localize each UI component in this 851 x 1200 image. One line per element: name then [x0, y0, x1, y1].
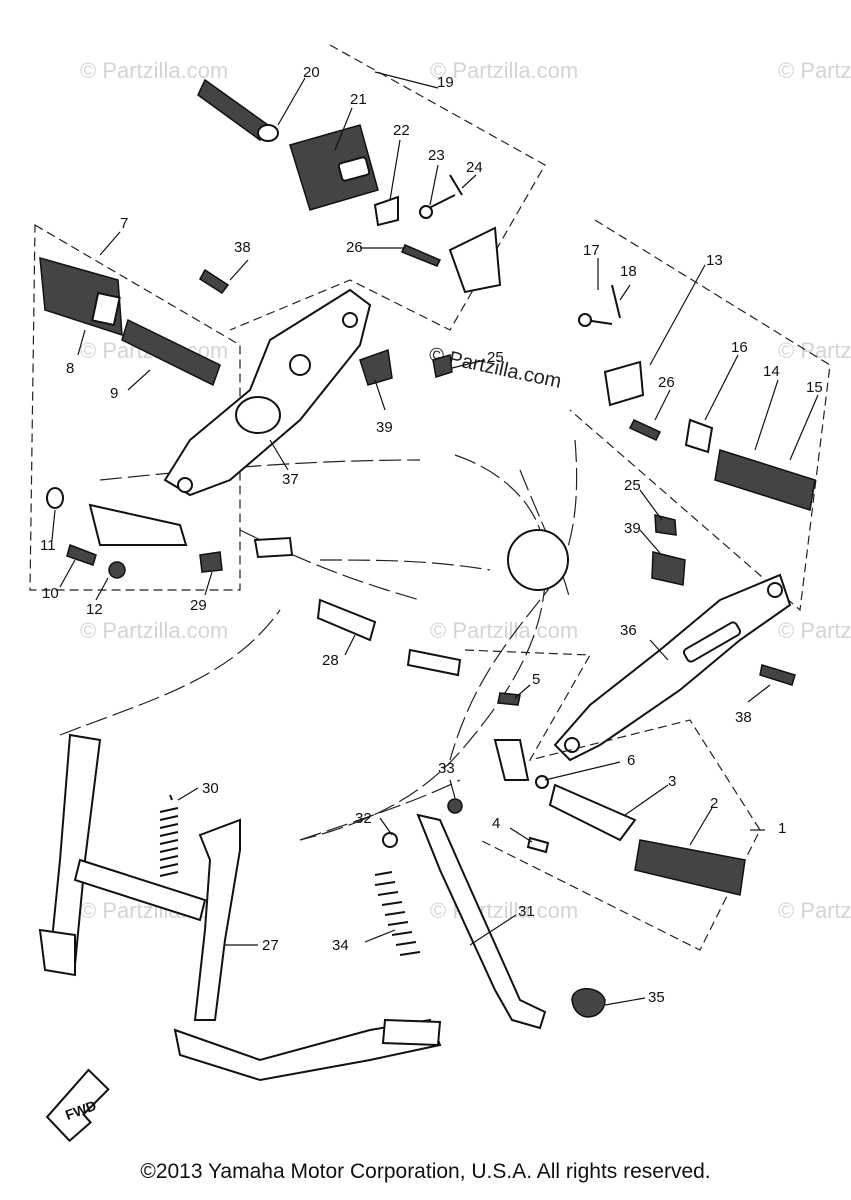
callout-34: 34: [332, 937, 349, 954]
callout-20: 20: [303, 64, 320, 81]
callout-36: 36: [620, 622, 637, 639]
callout-16: 16: [731, 339, 748, 356]
callout-35: 35: [648, 989, 665, 1006]
watermark: © Partzilla.com: [80, 58, 228, 83]
callout-25-right: 25: [624, 477, 641, 494]
watermark: © Partzilla.com: [778, 898, 851, 923]
callout-27: 27: [262, 937, 279, 954]
footrest-left-assy: [29, 223, 241, 591]
callout-31: 31: [518, 903, 535, 920]
watermark: © Partzilla.com: [430, 618, 578, 643]
callout-15: 15: [806, 379, 823, 396]
watermark: © Partzilla.com: [778, 618, 851, 643]
callout-14: 14: [763, 363, 780, 380]
callout-32: 32: [355, 810, 372, 827]
callout-8: 8: [66, 360, 74, 377]
callout-3: 3: [668, 773, 676, 790]
callout-1: 1: [778, 820, 786, 837]
stand-spring: [159, 794, 179, 877]
callout-19: 19: [437, 74, 454, 91]
callout-7: 7: [120, 215, 128, 232]
callout-17: 17: [583, 242, 600, 259]
copyright-notice: ©2013 Yamaha Motor Corporation, U.S.A. A…: [140, 1160, 711, 1183]
footrest-bracket-right: [553, 514, 796, 762]
callout-28: 28: [322, 652, 339, 669]
callout-30: 30: [202, 780, 219, 797]
callout-11: 11: [40, 537, 56, 554]
callouts: 20 21 19 22 23 24 26 38 7 8 9 39 25 37 1…: [40, 64, 823, 1006]
callout-13: 13: [706, 252, 723, 269]
callout-2: 2: [710, 795, 718, 812]
watermark: © Partzilla.com: [430, 898, 578, 923]
passenger-footrest-left-assy: [197, 44, 546, 331]
passenger-footrest-right-assy: [569, 219, 831, 612]
callout-5: 5: [532, 671, 540, 688]
callout-21: 21: [350, 91, 367, 108]
callout-6: 6: [627, 752, 635, 769]
callout-4: 4: [492, 815, 500, 832]
callout-38-right: 38: [735, 709, 752, 726]
leader-lines: [51, 71, 819, 1006]
callout-10: 10: [42, 585, 59, 602]
footrest-bracket-left: [163, 268, 453, 497]
callout-26-left: 26: [346, 239, 363, 256]
callout-18: 18: [620, 263, 637, 280]
watermark: © Partzilla.com: [778, 58, 851, 83]
side-stand: [374, 798, 606, 1030]
main-stand: [38, 733, 442, 1082]
callout-25-left: 25: [487, 349, 504, 366]
callout-23: 23: [428, 147, 445, 164]
watermark: © Partzilla.com: [80, 618, 228, 643]
callout-9: 9: [110, 385, 118, 402]
fwd-arrow: FWD: [45, 1068, 110, 1143]
frame-outline: [59, 439, 578, 841]
callout-33: 33: [438, 760, 455, 777]
callout-39-left: 39: [376, 419, 393, 436]
callout-26-right: 26: [658, 374, 675, 391]
callout-12: 12: [86, 601, 103, 618]
callout-37: 37: [282, 471, 299, 488]
callout-29: 29: [190, 597, 207, 614]
callout-22: 22: [393, 122, 410, 139]
callout-39-right: 39: [624, 520, 641, 537]
watermark: © Partzilla.com: [778, 338, 851, 363]
center-hardware: [199, 536, 462, 677]
footrest-right-assy: [464, 649, 761, 951]
callout-38-left: 38: [234, 239, 251, 256]
watermark: © Partzilla.com: [430, 58, 578, 83]
callout-24: 24: [466, 159, 483, 176]
